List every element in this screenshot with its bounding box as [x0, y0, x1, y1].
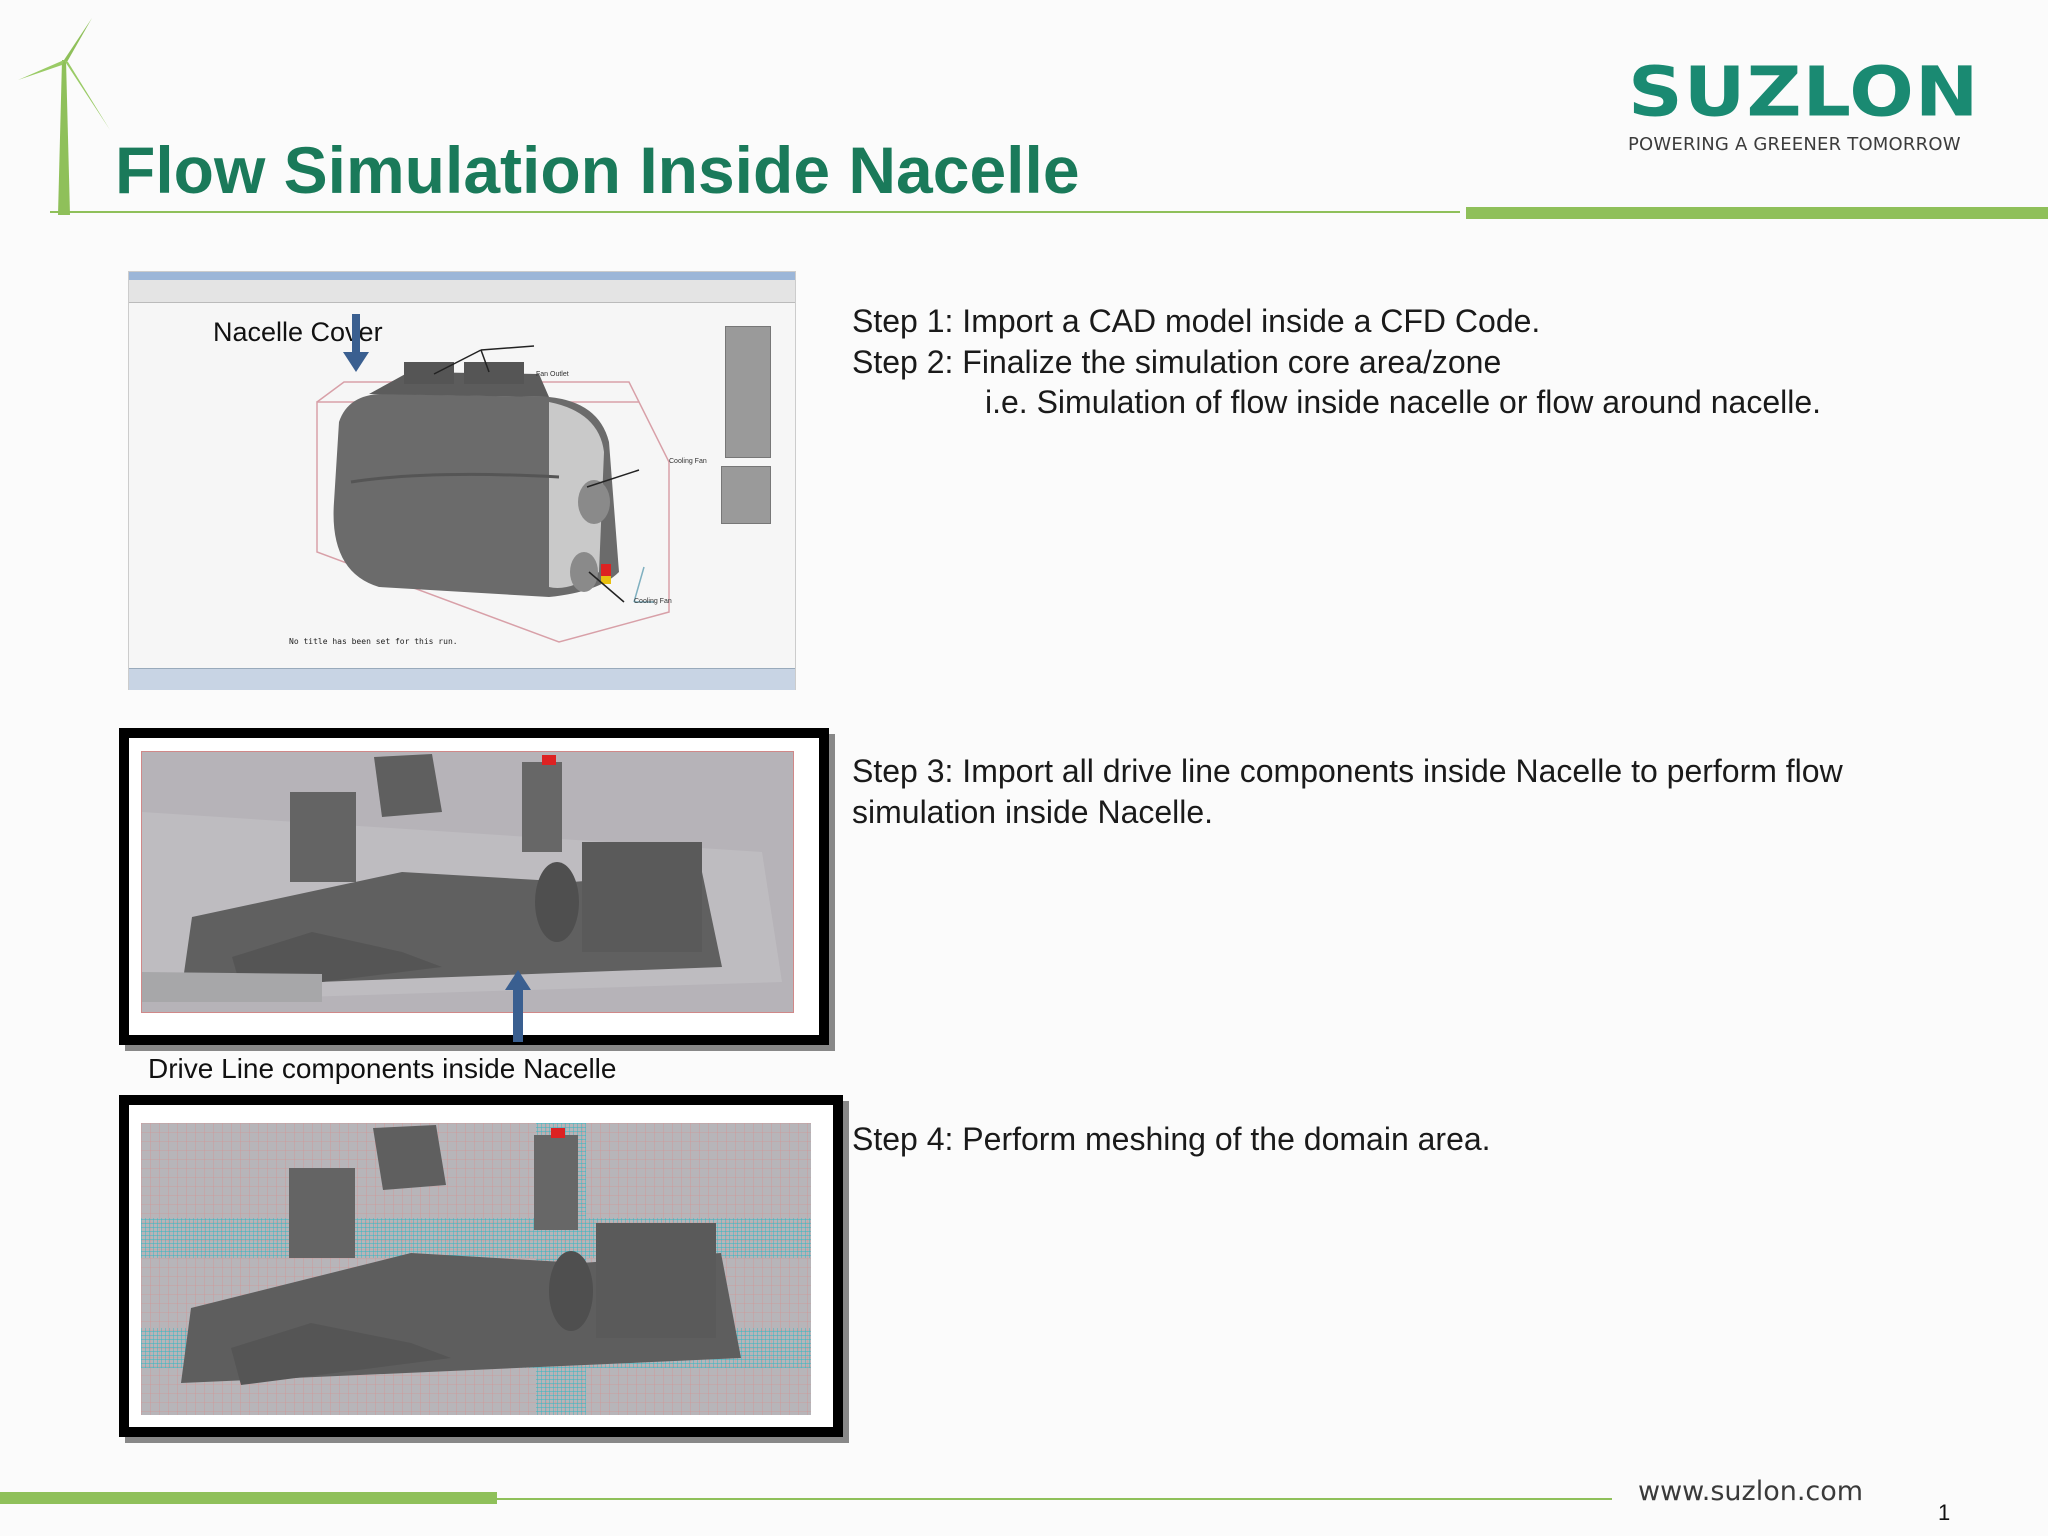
up-arrow-icon: [505, 970, 531, 1042]
toolbar: [129, 280, 795, 303]
cad-software-screenshot: Nacelle Cover Fan Outlet Cooling Fan Coo…: [128, 271, 796, 690]
footer-rule: [497, 1498, 1612, 1500]
page-number: 1: [1938, 1500, 1951, 1525]
step-4-text: Step 4: Perform meshing of the domain ar…: [852, 1121, 1491, 1157]
step-2-detail-text: i.e. Simulation of flow inside nacelle o…: [985, 384, 1822, 420]
fan-outlet-label: Fan Outlet: [536, 371, 569, 378]
drive-line-model: [142, 754, 782, 1002]
mesh-image-frame: [119, 1095, 843, 1437]
nacelle-model: [316, 314, 670, 643]
footer-rule-accent: [0, 1492, 497, 1504]
status-message: No title has been set for this run.: [289, 637, 458, 646]
header-rule: [50, 211, 1460, 213]
step-3-text-line1: Step 3: Import all drive line components…: [852, 753, 1843, 789]
footer-url: www.suzlon.com: [1638, 1476, 1864, 1507]
title-bar: [129, 272, 795, 280]
step-2-text: Step 2: Finalize the simulation core are…: [852, 344, 1502, 380]
taskbar: [129, 668, 795, 690]
logo-tagline: POWERING A GREENER TOMORROW: [1628, 134, 1961, 155]
mesh-model: [141, 1123, 811, 1415]
drive-line-caption: Drive Line components inside Nacelle: [148, 1053, 617, 1084]
control-panel-2: [721, 466, 771, 524]
step-1-text: Step 1: Import a CAD model inside a CFD …: [852, 303, 1541, 339]
wind-turbine-logo: [10, 10, 120, 220]
slide-title: Flow Simulation Inside Nacelle: [115, 133, 1080, 207]
step-3-text-line2: simulation inside Nacelle.: [852, 794, 1214, 830]
cooling-fan-label-1: Cooling Fan: [669, 458, 707, 465]
drive-line-view: [141, 751, 794, 1013]
mesh-view: [141, 1123, 811, 1415]
header-rule-accent: [1466, 207, 2048, 219]
control-panel-1: [725, 326, 771, 458]
cooling-fan-label-2: Cooling Fan: [634, 598, 672, 605]
drive-line-image-frame: [119, 728, 829, 1045]
suzlon-logo: SUZLON POWERING A GREENER TOMORROW: [1628, 58, 1984, 155]
logo-wordmark: SUZLON: [1628, 51, 1980, 132]
